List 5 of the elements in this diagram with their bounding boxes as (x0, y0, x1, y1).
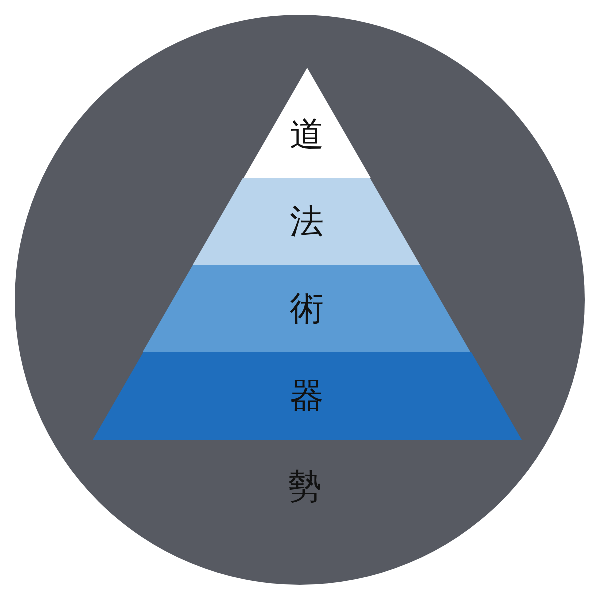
tier-label: 法 (288, 202, 325, 242)
tier-label: 勢 (287, 467, 323, 507)
tier-label: 術 (288, 288, 325, 328)
tier-label: 道 (288, 115, 325, 155)
tier-label: 器 (289, 376, 325, 416)
